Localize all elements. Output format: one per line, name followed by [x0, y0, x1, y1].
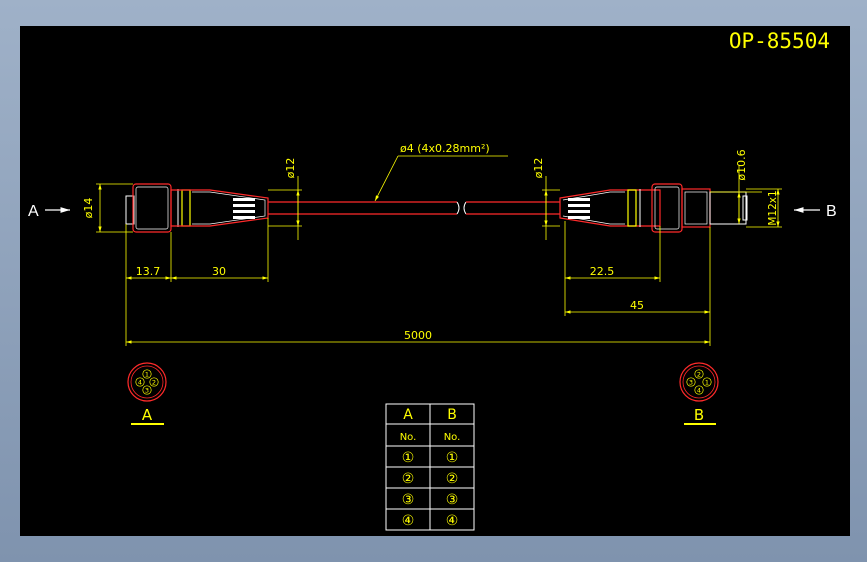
- end-b-view-label: B: [826, 203, 837, 220]
- dimension-lines-a: [96, 176, 302, 346]
- connector-a-grip-ribs: [233, 198, 255, 219]
- pin-table-cell: ③: [446, 492, 459, 508]
- cable-drawing: OP-85504 A B: [28, 29, 837, 531]
- dim-dia-b-nut: ø10.6: [735, 149, 748, 180]
- pin-a-1: 1: [145, 371, 149, 379]
- dim-dia-a: ø14: [82, 198, 95, 219]
- dimension-lines-b: [126, 166, 782, 346]
- dim-len-a-nose: 13.7: [136, 265, 161, 278]
- pin-a-2: 2: [152, 379, 156, 387]
- pin-table-header-b: B: [447, 407, 457, 423]
- dim-thread-b: M12x1: [767, 190, 779, 225]
- pin-b-2: 2: [697, 371, 701, 379]
- part-number: OP-85504: [729, 29, 830, 53]
- cable: [268, 201, 560, 215]
- pin-face-b-label: B: [694, 406, 704, 424]
- connector-a: [125, 183, 269, 233]
- pin-table-cell: ④: [402, 513, 415, 529]
- pin-a-4: 4: [138, 379, 142, 387]
- pin-table-cell: ①: [402, 450, 415, 466]
- connector-b-grip-ribs: [568, 198, 590, 219]
- pin-table-cell: ②: [402, 471, 415, 487]
- pin-b-3: 3: [689, 379, 693, 387]
- dim-len-total: 5000: [404, 329, 432, 342]
- cable-spec-leader: [374, 155, 508, 202]
- pin-face-a-label: A: [142, 406, 153, 424]
- pin-a-3: 3: [145, 387, 149, 395]
- dim-dia-a-body: ø12: [284, 158, 297, 179]
- end-a-view-label: A: [28, 203, 39, 220]
- dim-len-a-body: 30: [212, 265, 226, 278]
- pin-face-a: 1 2 3 4 A: [127, 362, 167, 425]
- pin-table-cell: ①: [446, 450, 459, 466]
- pin-table-cell: ②: [446, 471, 459, 487]
- dim-len-b-total: 45: [630, 299, 644, 312]
- cable-spec-label: ø4 (4x0.28mm²): [400, 142, 490, 155]
- pin-table-header-a: A: [403, 407, 413, 423]
- pin-table-cell: ③: [402, 492, 415, 508]
- connector-b: [559, 183, 748, 233]
- drawing-canvas: OP-85504 A B: [20, 26, 850, 536]
- pin-b-1: 1: [705, 379, 709, 387]
- pin-table: A B No. No. ① ① ② ② ③ ③ ④ ④: [385, 403, 475, 531]
- pin-table-cell: ④: [446, 513, 459, 529]
- pin-face-b: 1 2 3 4 B: [679, 362, 719, 425]
- dim-len-b-body: 22.5: [590, 265, 615, 278]
- pin-table-subheader-b: No.: [444, 432, 461, 443]
- dim-dia-b-body: ø12: [532, 158, 545, 179]
- pin-table-subheader-a: No.: [400, 432, 417, 443]
- pin-b-4: 4: [697, 387, 701, 395]
